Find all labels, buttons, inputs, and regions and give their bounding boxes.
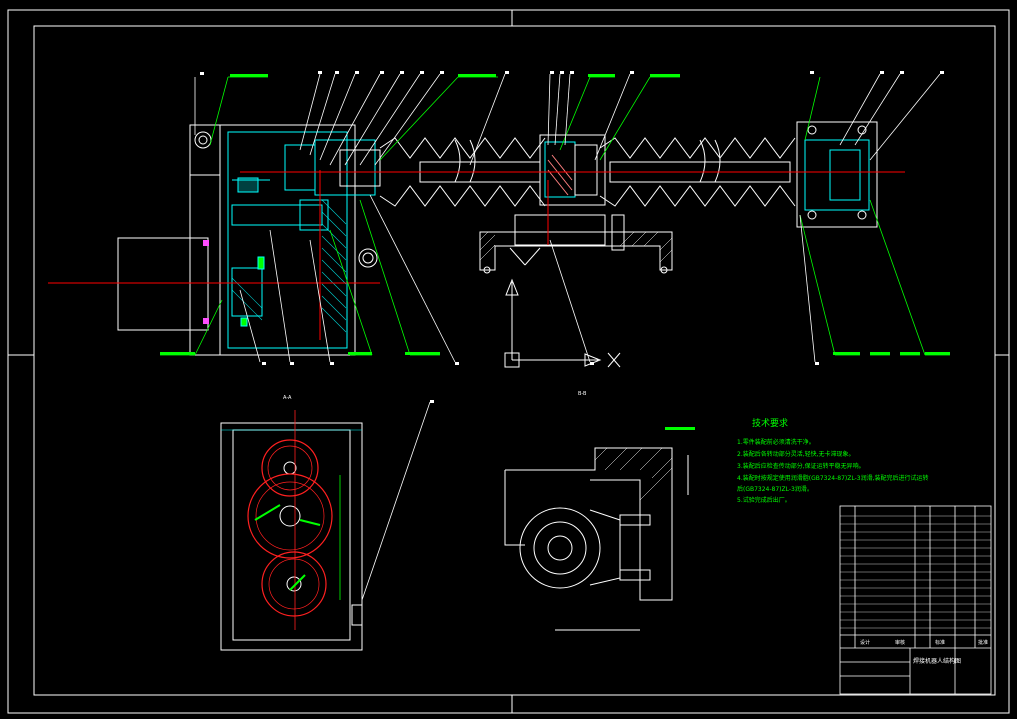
- lead-screw-assembly: [379, 134, 796, 207]
- bracket-view-title: B-B: [578, 391, 587, 397]
- coordinate-axes: [504, 278, 621, 368]
- title-block-footer: 设计 审核 标准 批准 焊接机器人结构图: [860, 639, 988, 665]
- tech-req-title: 技术要求: [752, 417, 788, 429]
- footer-label-3: 标准: [935, 639, 945, 646]
- tech-req-line-5: 后(GB7324-87)ZL-3润滑。: [737, 485, 813, 493]
- part-tag-marks: [200, 71, 944, 403]
- gear-middle: [247, 473, 333, 559]
- gear-bottom: [261, 551, 327, 617]
- bracket-hatching: [594, 447, 673, 501]
- tech-req-line-4: 4.装配时按规定使用润滑脂(GB7324-87)ZL-3润滑,装配完后进行试运转: [737, 474, 928, 482]
- carriage-slide: [479, 214, 673, 274]
- leader-lines-white: [194, 73, 941, 601]
- carriage-hatching: [479, 231, 673, 263]
- parts-list-rows: [840, 515, 991, 629]
- tech-req-line-1: 1.零件装配前必须清洗干净。: [737, 438, 815, 446]
- tech-req-line-6: 5.试验完成后出厂。: [737, 496, 791, 504]
- title-block: [839, 505, 992, 695]
- gear-top: [261, 439, 319, 497]
- gearbox-internals: [203, 139, 381, 327]
- technical-requirements: 技术要求 1.零件装配前必须清洗干净。 2.装配后各转动部分灵活,轻快,无卡滞现…: [737, 417, 928, 504]
- drawing-name: 焊接机器人结构图: [913, 657, 961, 665]
- tech-req-line-3: 3.装配后应检查传动部分,保证运转平稳无异响。: [737, 462, 865, 470]
- tech-req-line-2: 2.装配后各转动部分灵活,轻快,无卡滞现象。: [737, 450, 855, 458]
- leader-lines: [160, 76, 950, 356]
- right-bearing-block: [796, 121, 878, 228]
- footer-label-2: 审核: [895, 639, 905, 646]
- center-lines: [48, 170, 905, 340]
- gear-side-view: [220, 410, 363, 651]
- drawing-frame: [7, 9, 1010, 714]
- bracket-view: [504, 447, 689, 631]
- gearbox-hatching: [231, 199, 347, 333]
- footer-label-1: 设计: [860, 639, 870, 646]
- side-view-title: A-A: [283, 395, 292, 401]
- part-label-bars: [160, 74, 950, 430]
- footer-label-4: 批准: [978, 639, 988, 646]
